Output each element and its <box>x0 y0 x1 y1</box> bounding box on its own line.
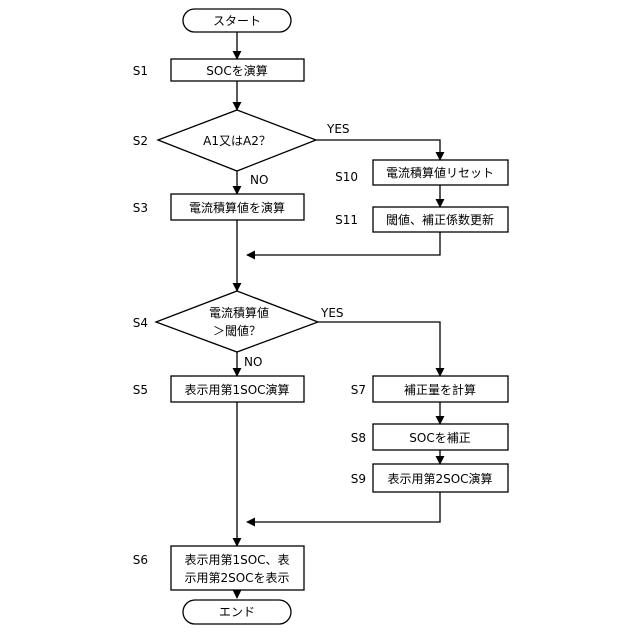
start-label: スタート <box>213 14 261 28</box>
step-label-s8: S8 <box>351 431 366 445</box>
s5-label: 表示用第1SOC演算 <box>184 382 289 397</box>
s4-label-line1: 電流積算値 <box>209 305 269 320</box>
s4-decision-diamond <box>156 291 318 352</box>
s10-label: 電流積算値リセット <box>386 165 494 180</box>
step-label-s6: S6 <box>133 553 148 567</box>
step-label-s4: S4 <box>133 316 148 330</box>
line-s11-merge <box>247 232 440 255</box>
step-label-s7: S7 <box>351 383 366 397</box>
step-label-s2: S2 <box>133 134 148 148</box>
step-label-s10: S10 <box>335 170 358 184</box>
step-label-s5: S5 <box>133 383 148 397</box>
step-label-s11: S11 <box>335 213 358 227</box>
s1-label: SOCを演算 <box>206 63 267 78</box>
s7-label: 補正量を計算 <box>404 382 476 397</box>
s2-yes-label: YES <box>326 122 350 136</box>
s8-label: SOCを補正 <box>409 431 470 445</box>
line-s9-merge <box>247 492 440 522</box>
s9-label: 表示用第2SOC演算 <box>387 471 492 486</box>
step-label-s3: S3 <box>133 201 148 215</box>
s4-no-label: NO <box>244 355 262 369</box>
step-label-s9: S9 <box>351 472 366 486</box>
s4-yes-label: YES <box>320 306 344 320</box>
arrow-s4-yes-to-s7 <box>318 322 440 376</box>
s3-label: 電流積算値を演算 <box>189 200 285 215</box>
step-label-s1: S1 <box>133 64 148 78</box>
s2-label: A1又はA2？ <box>203 134 271 148</box>
s4-label-line2: ＞閾値？ <box>213 323 261 338</box>
s2-no-label: NO <box>250 173 268 187</box>
s11-label: 閾値、補正係数更新 <box>386 212 494 227</box>
s6-label-line2: 示用第2SOCを表示 <box>184 571 289 585</box>
arrow-s2-yes-to-s10 <box>316 140 440 160</box>
s6-label-line1: 表示用第1SOC、表 <box>184 553 289 567</box>
end-label: エンド <box>219 605 255 619</box>
